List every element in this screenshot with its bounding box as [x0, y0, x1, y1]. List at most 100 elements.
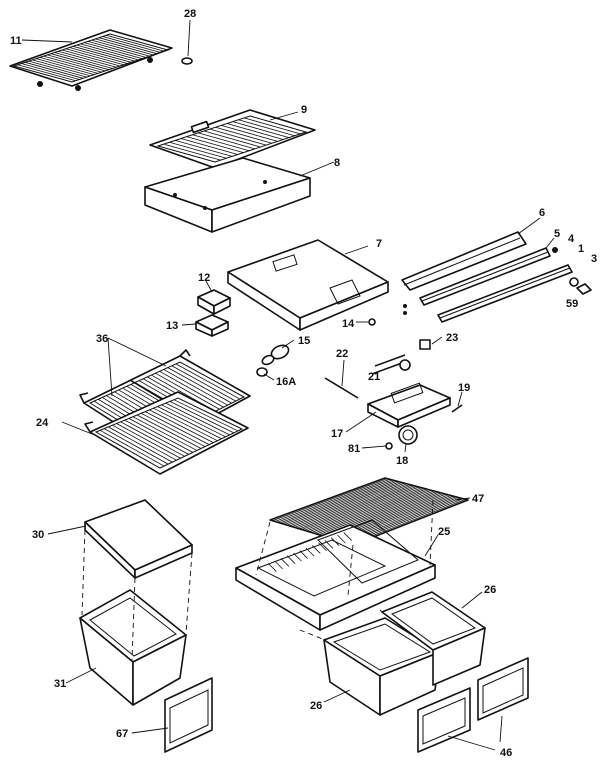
- callout-3: 3: [591, 253, 597, 265]
- part-26-pan-left: [323, 617, 441, 716]
- callout-6: 6: [539, 207, 545, 219]
- hatch-line: [36, 58, 95, 76]
- callout-7: 7: [376, 238, 382, 250]
- hatch-line: [145, 411, 210, 445]
- hatch-line: [316, 489, 432, 535]
- hatch-line: [198, 132, 255, 150]
- hatch-line: [106, 34, 165, 52]
- hatch-line: [286, 555, 296, 564]
- hatch-line: [306, 487, 422, 532]
- hatch-line: [84, 42, 143, 60]
- hatch-line: [277, 479, 393, 523]
- hatch-line: [299, 550, 308, 559]
- part-28-clip: [181, 57, 193, 65]
- callout-14: 14: [342, 318, 355, 330]
- part-30-crisper-cover: [84, 499, 193, 579]
- hatch-line: [215, 126, 272, 144]
- hatch-line: [128, 418, 193, 453]
- callout-12: 12: [198, 272, 210, 284]
- callout-31: 31: [54, 678, 66, 690]
- hatch-line: [149, 409, 214, 444]
- hatch-line: [132, 416, 198, 451]
- part-14-screw: [368, 318, 376, 326]
- hatch-line: [293, 552, 302, 562]
- hatch-line: [313, 489, 430, 534]
- hatch-line: [87, 40, 146, 58]
- hatch-line: [299, 485, 415, 530]
- callout-11: 11: [10, 35, 22, 47]
- callout-15: 15: [298, 335, 310, 347]
- hatch-line: [226, 123, 284, 140]
- hatch-line: [72, 45, 132, 63]
- hatch-line: [54, 52, 113, 69]
- hatch-line: [324, 540, 334, 549]
- hatch-line: [91, 39, 150, 57]
- callout-16a: 16A: [276, 376, 296, 388]
- callout-46: 46: [500, 747, 512, 759]
- part-22-rod: [324, 377, 359, 399]
- hatch-line: [305, 547, 315, 557]
- callout-36: 36: [96, 333, 108, 345]
- hatch-line: [163, 369, 228, 406]
- part-6-rail: [401, 231, 527, 291]
- part-47-crisper-glass: [269, 477, 469, 546]
- callout-4: 4: [568, 233, 575, 245]
- hatch-line: [116, 423, 181, 459]
- hatch-line: [343, 532, 352, 541]
- callout-21: 21: [368, 371, 380, 383]
- part-1-rail: [437, 264, 573, 323]
- hatch-line: [308, 487, 425, 533]
- hatch-line: [180, 138, 238, 155]
- part-18-knob: [398, 425, 418, 445]
- hatch-line: [69, 47, 128, 64]
- callout-24: 24: [36, 417, 49, 429]
- hatch-line: [28, 60, 87, 78]
- hatch-line: [337, 534, 346, 544]
- hatch-line: [274, 478, 391, 522]
- hatch-line: [312, 545, 321, 554]
- hatch-line: [108, 426, 173, 463]
- hatch-line: [24, 61, 84, 79]
- hatch-line: [102, 36, 161, 53]
- hatch-line: [98, 37, 158, 55]
- hatch-line: [318, 542, 327, 552]
- part-13-bracket: [195, 314, 229, 337]
- hatch-line: [65, 48, 124, 66]
- part-46-drawer-front-right: [477, 657, 529, 721]
- hatch-line: [304, 486, 420, 531]
- hatch-line: [318, 490, 434, 536]
- hatch-line: [289, 482, 405, 527]
- part-23-knob: [419, 339, 431, 350]
- hatch-line: [163, 143, 221, 161]
- hatch-line: [169, 401, 234, 434]
- hatch-line: [95, 38, 154, 56]
- hatch-line: [232, 121, 290, 139]
- hatch-line: [43, 55, 102, 73]
- part-19-screw: [451, 404, 463, 413]
- part-24-wire-shelf: [84, 391, 249, 475]
- hatch-line: [32, 59, 91, 77]
- part-12-bracket: [197, 289, 231, 315]
- callout-13: 13: [166, 320, 178, 332]
- part-67-drawer-front: [164, 677, 213, 753]
- part-81-screw: [385, 442, 393, 450]
- hatch-line: [311, 488, 427, 533]
- hatch-line: [294, 484, 410, 528]
- hatch-line: [153, 407, 218, 442]
- part-4-screw: [552, 247, 558, 253]
- callout-59: 59: [566, 298, 578, 310]
- part-8-glass-shelf: [144, 157, 311, 233]
- part-26-pan-right: [381, 591, 486, 686]
- hatch-line: [80, 43, 139, 61]
- hatch-line: [17, 64, 76, 82]
- callout-1: 1: [578, 243, 584, 255]
- hatch-line: [21, 63, 80, 80]
- hatch-line: [274, 560, 283, 570]
- hatch-line: [159, 370, 224, 408]
- hatch-line: [186, 136, 244, 154]
- hatch-line: [221, 124, 278, 142]
- hatch-line: [173, 399, 239, 432]
- hatch-line: [136, 414, 202, 449]
- hatch-line: [50, 53, 110, 71]
